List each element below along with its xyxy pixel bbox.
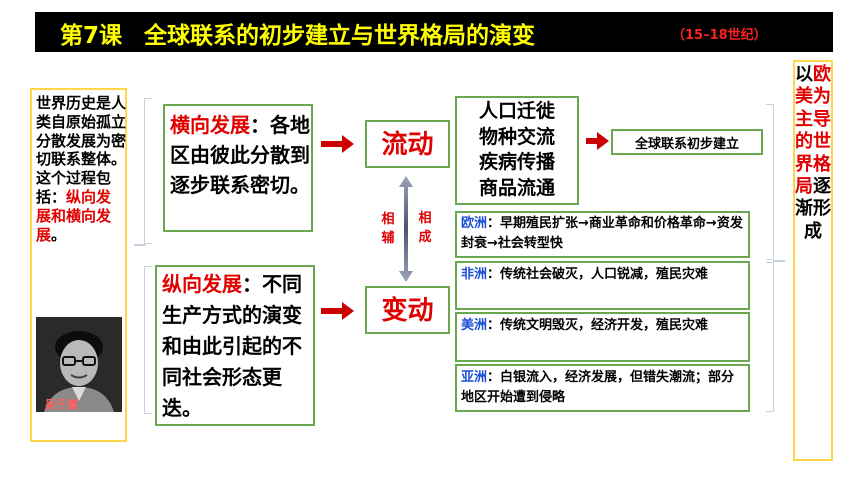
region-colon: ： (487, 216, 501, 231)
region-detail: 传统文明毁灭，经济开发，殖民灾难 (500, 318, 709, 333)
page-title: 第7课全球联系的初步建立与世界格局的演变 (60, 16, 535, 50)
horizontal-colon: ： (250, 113, 270, 137)
conclusion-text: 以欧美为主导的世界格局逐渐形成 (793, 64, 833, 243)
double-arrow-icon (399, 176, 413, 282)
title-banner (35, 12, 833, 52)
region-detail: 白银流入，经济发展，但错失潮流；部分地区开始遭到侵略 (461, 370, 735, 405)
region-colon: ： (487, 318, 501, 333)
change-box (365, 286, 450, 334)
region-colon: ： (487, 267, 501, 282)
arrow-to-result-icon (597, 132, 609, 150)
mutual-complement-label: 相成 (418, 211, 432, 245)
intro-text-highlight: 纵向发展和横向发展 (36, 187, 112, 244)
lesson-number: 第7课 (60, 23, 123, 49)
region-text-africa: 非洲：传统社会破灭，人口锐减，殖民灾难 (461, 265, 745, 285)
arrow-to-flow-icon (342, 135, 354, 153)
horizontal-body: 各地区由彼此分散到逐步联系密切。 (170, 113, 310, 197)
region-box-africa (455, 261, 750, 310)
region-name: 美洲 (461, 318, 488, 333)
intro-text: 世界历史是人类自原始孤立分散发展为密切联系整体。这个过程包括：纵向发展和横向发展… (36, 94, 126, 244)
conclusion-box (793, 60, 833, 461)
global-connection-text: 全球联系初步建立 (634, 137, 739, 152)
region-text-americas: 美洲：传统文明毁灭，经济开发，殖民灾难 (461, 316, 745, 336)
portrait-illustration (36, 317, 122, 412)
flow-items-list: 人口迁徙 物种交流 疾病传播 商品流通 (455, 99, 579, 201)
region-box-americas (455, 312, 750, 362)
horizontal-development-box (163, 104, 313, 232)
arrow-to-result-shaft (586, 138, 598, 144)
horizontal-heading: 横向发展 (170, 113, 250, 137)
portrait-photo (36, 317, 122, 412)
conclusion-prefix: 以 (795, 64, 813, 85)
right-brace-tip (773, 260, 785, 262)
brace-upper (144, 98, 152, 244)
flow-item: 疾病传播 (478, 151, 555, 173)
region-detail: 早期殖民扩张→商业革命和价格革命→资发封衰→社会转型快 (461, 216, 743, 251)
flow-item: 商品流通 (478, 176, 555, 199)
conclusion-highlight: 欧美为主导的世界格局 (795, 64, 831, 198)
conclusion-suffix: 逐渐形成 (795, 176, 831, 242)
flow-box (365, 120, 450, 168)
flow-item: 人口迁徙 (478, 100, 555, 122)
brace-tip (134, 244, 146, 246)
region-box-europe (455, 211, 750, 258)
intro-text-main: 世界历史是人类自原始孤立分散发展为密切联系整体。这个过程包括： (36, 94, 127, 206)
vertical-development-text: 纵向发展：不同生产方式的演变和由此引起的不同社会形态更迭。 (162, 269, 312, 424)
arrow-to-change-shaft (321, 308, 343, 314)
region-box-asia (455, 364, 750, 412)
region-detail: 传统社会破灭，人口锐减，殖民灾难 (500, 267, 709, 282)
right-brace-upper (766, 104, 774, 260)
intro-text-end: 。 (51, 225, 67, 244)
region-colon: ： (487, 370, 501, 385)
flow-items-box (455, 96, 579, 205)
vertical-development-box (155, 265, 315, 426)
intro-box (30, 88, 127, 442)
portrait-caption: 吴于廑 (45, 398, 78, 411)
vertical-body: 不同生产方式的演变和由此引起的不同社会形态更迭。 (162, 272, 302, 420)
region-name: 非洲 (461, 267, 488, 282)
region-text-asia: 亚洲：白银流入，经济发展，但错失潮流；部分地区开始遭到侵略 (461, 368, 745, 408)
vertical-heading: 纵向发展 (162, 272, 242, 296)
change-label: 变动 (381, 296, 434, 326)
region-name: 亚洲 (461, 370, 488, 385)
horizontal-development-text: 横向发展：各地区由彼此分散到逐步联系密切。 (170, 110, 310, 200)
right-brace-lower (766, 262, 774, 412)
lesson-title: 全球联系的初步建立与世界格局的演变 (144, 23, 536, 49)
region-text-europe: 欧洲：早期殖民扩张→商业革命和价格革命→资发封衰→社会转型快 (461, 214, 745, 254)
title-period: （15–18世纪） (672, 28, 767, 43)
flow-item: 物种交流 (478, 125, 555, 148)
arrow-to-flow-shaft (321, 141, 343, 147)
arrow-to-change-icon (342, 302, 354, 320)
mutual-support-label: 相辅 (381, 212, 395, 246)
global-connection-box (611, 129, 763, 155)
brace-lower (144, 266, 152, 414)
flow-label: 流动 (381, 130, 434, 160)
vertical-colon: ： (242, 272, 262, 296)
region-name: 欧洲 (461, 216, 488, 231)
